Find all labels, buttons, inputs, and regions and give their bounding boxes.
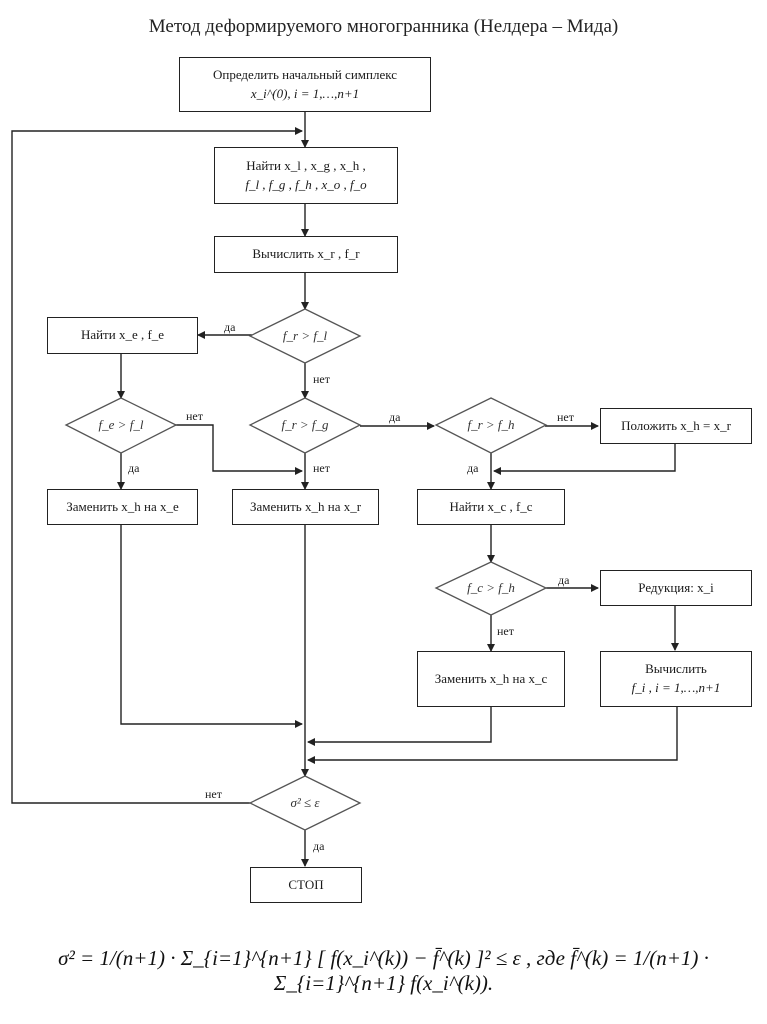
find-contraction-box: Найти x_c , f_c (417, 489, 565, 525)
label-no-e-l: нет (186, 409, 203, 423)
replace-with-c-box: Заменить x_h на x_c (417, 651, 565, 707)
diamond-r-h (434, 397, 548, 454)
arrow-replace-c-merge (307, 707, 492, 746)
init-line2: x_i^(0), i = 1,…,n+1 (250, 85, 360, 101)
set-h-text: Положить x_h = x_r (621, 417, 731, 433)
label-yes-c-h: да (558, 573, 570, 587)
label-yes-e-l: да (128, 461, 140, 475)
diamond-e-l (64, 397, 178, 454)
compute-f-line1: Вычислить (645, 661, 707, 677)
cond-sigma-text: σ² ≤ ε (290, 795, 320, 810)
variance-formula: σ² = 1/(n+1) · Σ_{i=1}^{n+1} [ f(x_i^(k)… (58, 946, 709, 995)
label-yes-r-l: да (224, 320, 236, 334)
find-line2: f_l , f_g , f_h , x_o , f_o (245, 176, 367, 192)
compute-reflection-box: Вычислить x_r , f_r (214, 236, 398, 273)
arrow-replace-e-merge (120, 525, 303, 728)
replace-e-text: Заменить x_h на x_e (66, 498, 179, 514)
compute-r-text: Вычислить x_r , f_r (252, 246, 360, 262)
replace-r-text: Заменить x_h на x_r (249, 498, 362, 514)
diamond-c-h (434, 561, 548, 616)
stop-text: СТОП (288, 876, 324, 892)
label-no-r-h: нет (557, 410, 574, 424)
find-line1: Найти x_l , x_g , x_h , (246, 157, 366, 173)
label-yes-r-h: да (467, 461, 479, 475)
replace-with-e-box: Заменить x_h на x_e (47, 489, 198, 525)
diamond-r-g (248, 397, 362, 454)
replace-c-text: Заменить x_h на x_c (434, 670, 548, 686)
arrow-set-h-back (493, 444, 676, 475)
reduction-box: Редукция: x_i (600, 570, 752, 606)
arrow-compute-f-merge (307, 707, 678, 764)
diamond-r-l (248, 308, 362, 364)
find-points-box: Найти x_l , x_g , x_h , f_l , f_g , f_h … (214, 147, 398, 204)
label-no-r-l: нет (313, 372, 330, 386)
label-yes-sigma: да (313, 839, 325, 853)
label-no-c-h: нет (497, 624, 514, 638)
label-no-sigma: нет (205, 787, 222, 801)
init-line1: Определить начальный симплекс (212, 66, 397, 82)
replace-with-r-box: Заменить x_h на x_r (232, 489, 379, 525)
stop-box: СТОП (250, 867, 362, 903)
find-c-text: Найти x_c , f_c (449, 498, 533, 514)
find-e-text: Найти x_e , f_e (80, 327, 165, 343)
init-simplex-box: Определить начальный симплекс x_i^(0), i… (179, 57, 431, 112)
cond-r-l-text: f_r > f_l (282, 328, 328, 343)
label-yes-r-g: да (389, 410, 401, 424)
cond-c-h-text: f_c > f_h (467, 580, 515, 595)
loop-back-line (11, 127, 303, 804)
reduce-text: Редукция: x_i (638, 579, 714, 595)
arrow-e-no (174, 424, 303, 475)
diamond-sigma (248, 775, 362, 831)
cond-r-h-text: f_r > f_h (467, 417, 515, 432)
diagram-title: Метод деформируемого многогранника (Нелд… (148, 16, 619, 37)
cond-e-l-text: f_e > f_l (98, 417, 144, 432)
set-h-box: Положить x_h = x_r (600, 408, 752, 444)
find-expansion-box: Найти x_e , f_e (47, 317, 198, 354)
label-no-r-g: нет (313, 461, 330, 475)
cond-r-g-text: f_r > f_g (281, 417, 329, 432)
compute-f-box: Вычислить f_i , i = 1,…,n+1 (600, 651, 752, 707)
compute-f-line2: f_i , i = 1,…,n+1 (631, 680, 721, 695)
